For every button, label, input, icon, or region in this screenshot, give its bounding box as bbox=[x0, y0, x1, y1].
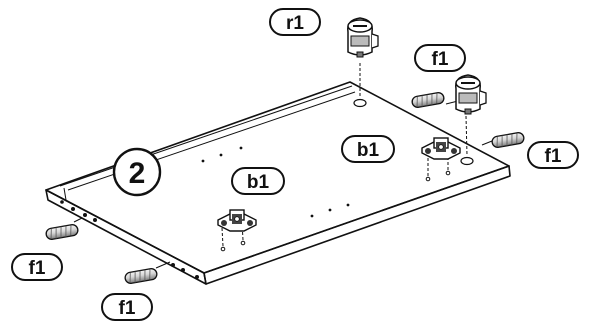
part-label-f1: f1 bbox=[29, 258, 46, 279]
label-f1-left: f1 bbox=[11, 253, 63, 281]
wood-dowel bbox=[490, 131, 526, 149]
cam-lock-fitting bbox=[346, 17, 379, 58]
part-label-f1: f1 bbox=[119, 298, 136, 319]
part-label-f1: f1 bbox=[432, 49, 449, 70]
part-label-b1: b1 bbox=[247, 172, 270, 193]
part-label-f1: f1 bbox=[545, 146, 562, 167]
board-panel bbox=[45, 81, 511, 285]
step-number: 2 bbox=[129, 157, 146, 190]
label-b1-center: b1 bbox=[231, 167, 285, 195]
connector-bracket bbox=[217, 209, 257, 232]
wood-dowel bbox=[123, 267, 159, 285]
step-number-badge: 2 bbox=[112, 147, 162, 197]
part-label-b1: b1 bbox=[357, 140, 380, 161]
cam-lock-fitting bbox=[454, 74, 487, 115]
connector-bracket bbox=[421, 137, 461, 160]
wood-dowel bbox=[44, 223, 80, 241]
label-r1: r1 bbox=[269, 8, 321, 36]
label-f1-bottom: f1 bbox=[101, 293, 153, 321]
part-label-r1: r1 bbox=[286, 13, 304, 34]
label-f1-right: f1 bbox=[527, 141, 579, 169]
label-f1-top-right: f1 bbox=[414, 44, 466, 72]
wood-dowel bbox=[410, 91, 446, 109]
label-b1-right: b1 bbox=[341, 135, 395, 163]
